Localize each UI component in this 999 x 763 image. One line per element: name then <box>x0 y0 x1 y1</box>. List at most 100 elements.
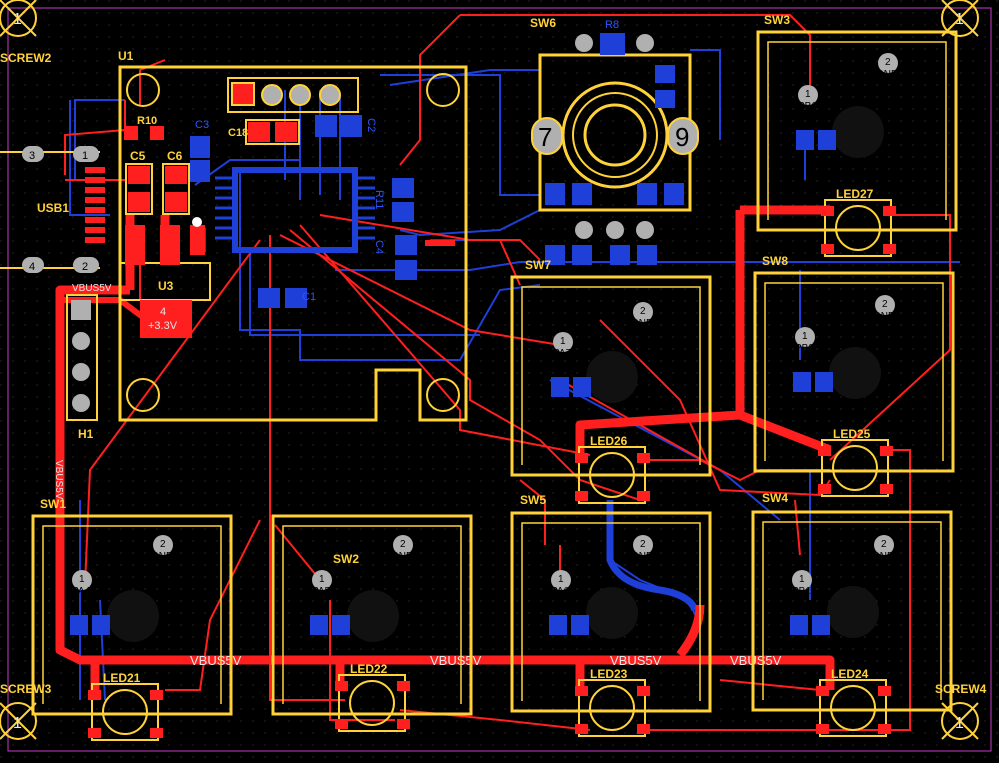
screw2-pin: 1 <box>955 11 964 28</box>
svg-text:2: 2 <box>640 539 646 550</box>
c18-label: C18 <box>228 127 248 139</box>
svg-text:2: 2 <box>881 539 887 550</box>
led-refdes: LED22 <box>350 662 388 676</box>
led-led25[interactable]: LED25 <box>818 427 893 497</box>
screw-3-hole <box>0 702 37 740</box>
r8-label: R8 <box>605 19 619 31</box>
mcu-pins <box>215 176 375 240</box>
pin1-marker <box>192 217 202 227</box>
r11-label: R11 <box>373 190 385 209</box>
screw2-label: SCREW2 <box>0 51 52 65</box>
led-led22[interactable]: LED22 <box>335 662 410 732</box>
switch-net-label: PA5 <box>312 586 331 597</box>
led-led21[interactable]: LED21 <box>88 671 163 741</box>
top-smd-pads <box>124 122 455 255</box>
h1-label: H1 <box>78 427 94 441</box>
led-refdes: LED24 <box>831 667 869 681</box>
switch-refdes: SW8 <box>762 254 788 268</box>
switch-net-label: PA4 <box>72 586 91 597</box>
svg-text:2: 2 <box>882 299 888 310</box>
switch-net-label: PB2 <box>795 343 814 354</box>
screw4-label: SCREW4 <box>935 682 987 696</box>
switch-gnd-label: GND <box>872 551 894 562</box>
svg-text:1: 1 <box>805 89 811 100</box>
switch-refdes: SW2 <box>333 552 359 566</box>
svg-text:1: 1 <box>802 331 808 342</box>
vbus-labels: VBUS5V VBUS5V VBUS5V VBUS5V VBUS5V VBUS5… <box>53 283 782 668</box>
u1-header-outline <box>227 77 359 113</box>
encoder-pin-right: 9 <box>675 122 689 152</box>
usb-pin-2: 2 <box>82 261 88 273</box>
led-refdes: LED27 <box>836 187 874 201</box>
encoder-pin-left: 7 <box>538 122 552 152</box>
switch-refdes: SW4 <box>762 491 788 505</box>
svg-text:2: 2 <box>640 306 646 317</box>
c1-label: C1 <box>302 291 316 303</box>
usb-connector[interactable]: 3 1 4 2 USB1 <box>0 146 105 273</box>
board-outline <box>7 7 992 752</box>
sw6-encoder[interactable]: 7 9 SW6 R8 <box>530 16 699 265</box>
smd-silk-outlines <box>125 119 300 215</box>
switch-gnd-label: GND <box>873 311 895 322</box>
svg-text:1: 1 <box>560 336 566 347</box>
u1-outline[interactable] <box>118 65 468 422</box>
u1-hole-br <box>426 378 460 412</box>
led-led27[interactable]: LED27 <box>821 187 896 257</box>
led-led26[interactable]: LED26 <box>575 434 650 504</box>
c6-label: C6 <box>167 149 183 163</box>
screw3-pin: 1 <box>13 715 22 732</box>
bottom-smd-pads <box>190 115 417 308</box>
h1-header[interactable]: H1 <box>66 294 98 441</box>
svg-text:1: 1 <box>799 574 805 585</box>
svg-text:2: 2 <box>160 539 166 550</box>
svg-text:2: 2 <box>885 57 891 68</box>
led-refdes: LED23 <box>590 667 628 681</box>
vbus-label-vertical: VBUS5V <box>53 460 64 500</box>
u3-pin2 <box>160 225 180 265</box>
vbus-label-1: VBUS5V <box>190 653 242 668</box>
switch-gnd-label: GND <box>151 551 173 562</box>
mcu-chip[interactable] <box>232 167 358 253</box>
screw3-label: SCREW3 <box>0 682 52 696</box>
usb-pin-4: 4 <box>29 261 35 273</box>
svg-text:2: 2 <box>400 539 406 550</box>
switch-net-label: PB1 <box>792 586 811 597</box>
switch-refdes: SW5 <box>520 493 546 507</box>
c5-label: C5 <box>130 149 146 163</box>
led-refdes: LED26 <box>590 434 628 448</box>
vbus-power-trace <box>55 205 835 690</box>
screw1-pin: 1 <box>13 11 22 28</box>
u3-tab-pad <box>140 300 192 338</box>
usb-pin-3: 3 <box>29 150 35 162</box>
u3-pin-number: 4 <box>160 306 166 318</box>
u3-label: U3 <box>158 279 174 293</box>
u1-label: U1 <box>118 49 134 63</box>
svg-text:1: 1 <box>319 574 325 585</box>
switch-gnd-label: GND <box>876 69 898 80</box>
bottom-power-trace <box>606 500 699 612</box>
switch-gnd-label: GND <box>391 551 413 562</box>
led-led23[interactable]: LED23 <box>575 667 650 737</box>
vbus-label-3: VBUS5V <box>610 653 662 668</box>
svg-text:1: 1 <box>79 574 85 585</box>
u1-hole-tr <box>426 73 460 107</box>
sw6-label: SW6 <box>530 16 556 30</box>
usb1-label: USB1 <box>37 201 69 215</box>
c2-label: C2 <box>365 118 377 132</box>
u1-hole-tl <box>126 73 160 107</box>
led-led24[interactable]: LED24 <box>816 667 891 737</box>
vbus-label-h1: VBUS5V <box>72 283 112 294</box>
switch-refdes: SW1 <box>40 497 66 511</box>
u3-net-label: +3.3V <box>148 320 178 332</box>
c4-label: C4 <box>373 240 385 254</box>
c3-label: C3 <box>195 119 209 131</box>
